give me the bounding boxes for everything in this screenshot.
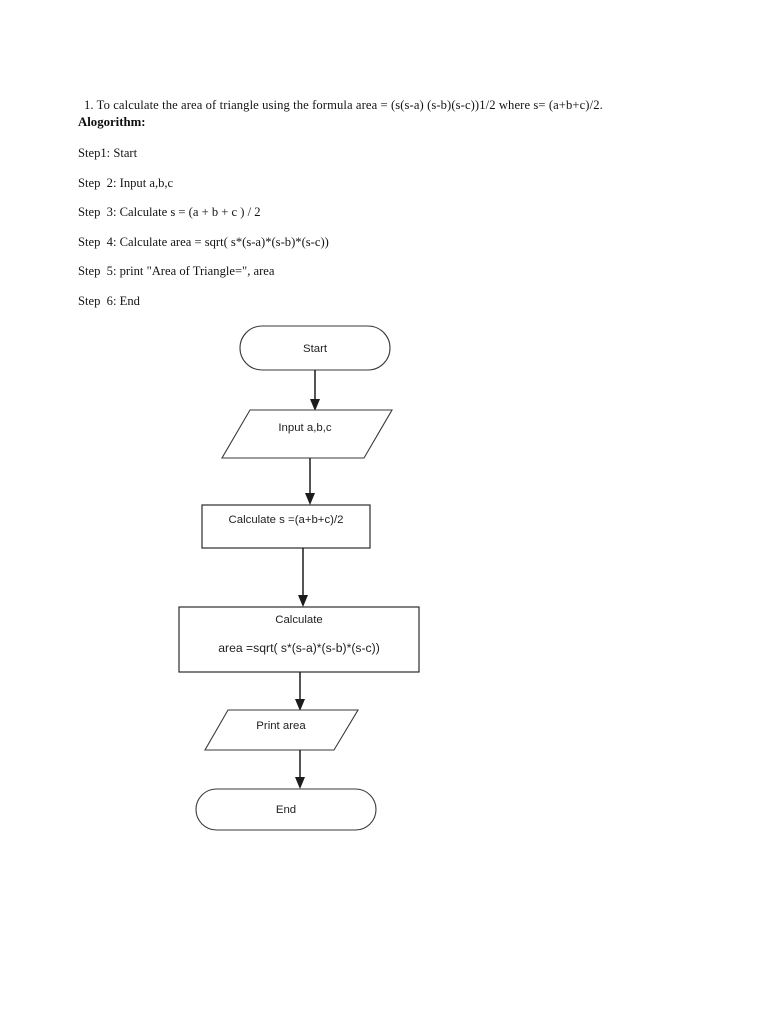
- flowchart-node-calculate-area: Calculate area =sqrt( s*(s-a)*(s-b)*(s-c…: [178, 606, 420, 673]
- flowchart-edge-input-calcs: [305, 458, 315, 505]
- step-item: Step1: Start: [78, 146, 138, 160]
- flowchart-node-calculate-s: Calculate s =(a+b+c)/2: [201, 504, 371, 549]
- flowchart-edge-start-input: [310, 370, 320, 411]
- flowchart-edge-calcarea-printarea: [295, 672, 305, 711]
- flowchart-node-end-label: End: [276, 804, 296, 816]
- flowchart-edge-calcs-calcarea: [298, 548, 308, 607]
- flowchart-node-calculate-area-label-line1: Calculate: [275, 614, 323, 626]
- flowchart-node-input-label: Input a,b,c: [278, 422, 331, 434]
- step-item: Step 2: Input a,b,c: [78, 175, 174, 190]
- step-item: Step 6: End: [78, 293, 140, 308]
- flowchart-edge-printarea-end: [295, 750, 305, 789]
- flowchart-node-print-area: Print area: [204, 709, 359, 751]
- flowchart-node-start: Start: [239, 325, 391, 371]
- flowchart-node-start-label: Start: [303, 343, 328, 355]
- step-item: Step 5: print "Area of Triangle=", area: [78, 264, 275, 278]
- flowchart-node-end: End: [195, 788, 377, 831]
- problem-statement: 1. To calculate the area of triangle usi…: [84, 98, 603, 112]
- flowchart-node-calculate-s-label: Calculate s =(a+b+c)/2: [229, 514, 344, 526]
- flowchart-node-print-area-label: Print area: [256, 720, 306, 732]
- algorithm-text-block: 1. To calculate the area of triangle usi…: [78, 98, 703, 323]
- algorithm-heading: Alogorithm:: [78, 115, 146, 129]
- flowchart-node-calculate-area-label-line2: area =sqrt( s*(s-a)*(s-b)*(s-c)): [218, 641, 380, 655]
- step-item: Step 4: Calculate area = sqrt( s*(s-a)*(…: [78, 234, 329, 249]
- algorithm-steps-list: Step1: Start Step 2: Input a,b,c Step 3:…: [78, 146, 703, 309]
- flowchart-node-input: Input a,b,c: [221, 409, 393, 459]
- step-item: Step 3: Calculate s = (a + b + c ) / 2: [78, 205, 261, 219]
